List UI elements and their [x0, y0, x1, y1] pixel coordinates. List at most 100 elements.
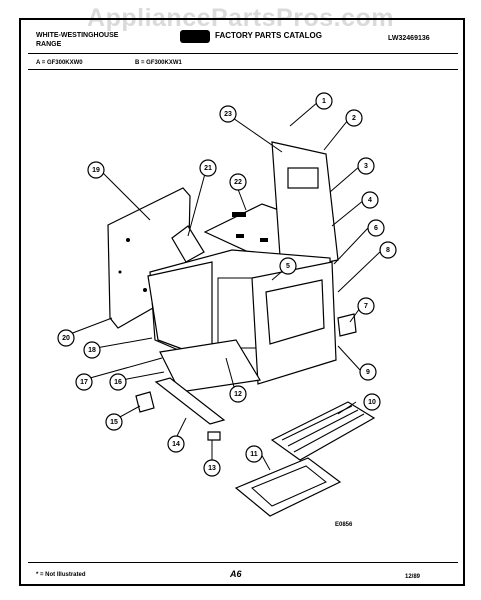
oven-rack [270, 401, 376, 461]
callout-label: 20 [62, 335, 70, 342]
model-b: B = GF300KXW1 [135, 60, 182, 66]
callout-1: 1 [315, 92, 333, 110]
side-panel-hole [118, 270, 122, 274]
callout-balloon [245, 445, 263, 463]
callout-15: 15 [105, 413, 123, 431]
callout-balloon [345, 109, 363, 127]
callout-11: 11 [245, 445, 263, 463]
callout-balloon [109, 373, 127, 391]
callout-4: 4 [361, 191, 379, 209]
callout-balloon [203, 459, 221, 477]
model-divider [28, 69, 458, 70]
brand-logo [180, 30, 210, 43]
footer-divider [28, 562, 458, 563]
callout-label: 12 [234, 391, 242, 398]
top-slot [260, 238, 268, 242]
footer-note: * = Not Illustrated [36, 572, 86, 578]
callout-12: 12 [229, 385, 247, 403]
callout-label: 21 [204, 165, 212, 172]
callout-balloon [361, 191, 379, 209]
callout-label: 17 [80, 379, 88, 386]
callout-label: 9 [366, 369, 370, 376]
callout-balloon [75, 373, 93, 391]
doc-number: LW32469136 [388, 35, 430, 42]
callout-balloon [199, 159, 217, 177]
callout-balloon [219, 105, 237, 123]
callout-balloon [379, 241, 397, 259]
callout-label: 11 [250, 451, 258, 458]
kick-panel [154, 377, 226, 425]
callout-6: 6 [367, 219, 385, 237]
broiler-pan [234, 457, 342, 517]
callout-label: 16 [114, 379, 122, 386]
callout-balloon [229, 385, 247, 403]
callout-balloon [83, 341, 101, 359]
leader-lines [69, 101, 383, 471]
bracket [171, 225, 205, 263]
hinge-bracket [135, 391, 155, 413]
callout-balloon [367, 219, 385, 237]
brand-label: WHITE-WESTINGHOUSE [36, 32, 119, 39]
header-divider [28, 53, 458, 54]
side-panel-hole [126, 238, 130, 242]
callout-label: 8 [386, 247, 390, 254]
door-window [265, 279, 325, 345]
callout-balloon [279, 257, 297, 275]
callout-balloon [357, 157, 375, 175]
callout-balloon [105, 413, 123, 431]
broiler-pan-inner [251, 465, 327, 507]
product-label: RANGE [36, 41, 62, 48]
page-frame [19, 18, 465, 586]
callout-19: 19 [87, 161, 105, 179]
callout-balloon [229, 173, 247, 191]
callout-21: 21 [199, 159, 217, 177]
leveler [207, 431, 221, 441]
callout-label: 18 [88, 347, 96, 354]
callout-13: 13 [203, 459, 221, 477]
callout-balloon [57, 329, 75, 347]
callout-label: 5 [286, 263, 290, 270]
callout-5: 5 [279, 257, 297, 275]
callout-label: 1 [322, 98, 326, 105]
callout-23: 23 [219, 105, 237, 123]
callout-16: 16 [109, 373, 127, 391]
callout-balloon [363, 393, 381, 411]
callout-2: 2 [345, 109, 363, 127]
callout-label: 15 [110, 419, 118, 426]
footer-date: 12/89 [405, 574, 421, 580]
callout-10: 10 [363, 393, 381, 411]
callout-balloon [357, 297, 375, 315]
callout-label: 19 [92, 167, 100, 174]
callout-label: 14 [172, 441, 180, 448]
top-slot [232, 212, 246, 217]
callout-balloon [315, 92, 333, 110]
callout-label: 3 [364, 163, 368, 170]
model-a: A = GF300KXW0 [36, 60, 83, 66]
callout-label: 2 [352, 115, 356, 122]
callout-label: 13 [208, 465, 216, 472]
callout-balloon [167, 435, 185, 453]
callout-label: 7 [364, 303, 368, 310]
callout-label: 6 [374, 225, 378, 232]
callout-22: 22 [229, 173, 247, 191]
callout-label: 23 [224, 111, 232, 118]
callout-balloon [359, 363, 377, 381]
page-number: A6 [230, 569, 242, 579]
callout-balloon [87, 161, 105, 179]
callout-18: 18 [83, 341, 101, 359]
figure-code: E0856 [335, 522, 353, 528]
side-panel-hole [143, 288, 147, 292]
callout-14: 14 [167, 435, 185, 453]
callout-8: 8 [379, 241, 397, 259]
callout-label: 22 [234, 179, 242, 186]
callout-17: 17 [75, 373, 93, 391]
callout-3: 3 [357, 157, 375, 175]
callout-label: 10 [368, 399, 376, 406]
top-slot [236, 234, 244, 238]
rack-wires [281, 405, 365, 453]
back-vent [287, 167, 319, 189]
callout-20: 20 [57, 329, 75, 347]
callout-9: 9 [359, 363, 377, 381]
callout-7: 7 [357, 297, 375, 315]
